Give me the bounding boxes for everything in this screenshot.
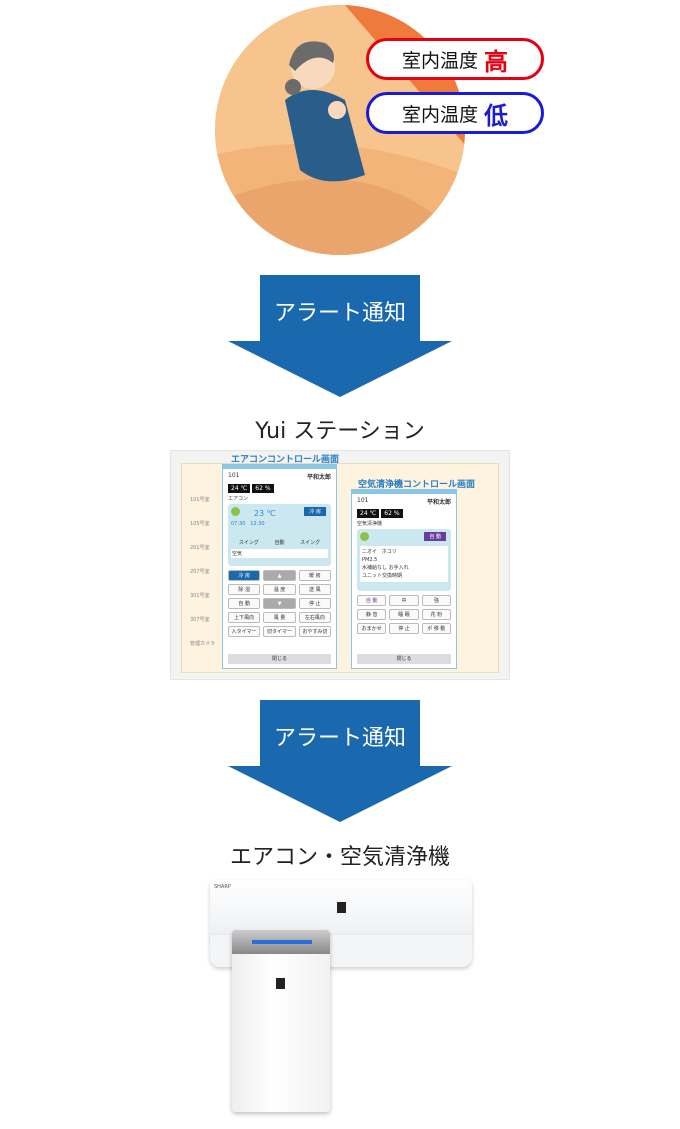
ac-window-title: エアコンコントロール画面 — [231, 455, 340, 465]
dehumidify-button[interactable]: 除 湿 — [228, 584, 261, 595]
omakase-button[interactable]: おまかせ — [357, 623, 387, 634]
timer-off[interactable]: 12:30 — [250, 521, 265, 527]
humidity-reading: 62 % — [381, 509, 403, 518]
room-item: 301号室 — [190, 593, 210, 599]
purifier-section-label: 空気清浄機 — [357, 521, 383, 527]
on-timer-button[interactable]: 入タイマー — [228, 626, 261, 637]
resident-name: 平和太郎 — [426, 499, 451, 506]
room-number[interactable]: 101 — [357, 497, 369, 504]
medium-button[interactable]: 中 — [389, 595, 419, 606]
auto-button[interactable]: 自 動 — [357, 595, 387, 606]
temperature-label: 温 度 — [263, 584, 296, 595]
temperature-reading: 24 ℃ — [357, 509, 380, 518]
power-icon[interactable] — [360, 532, 369, 541]
fan-button[interactable]: 送 風 — [298, 584, 331, 595]
close-button[interactable]: 閉じる — [228, 654, 331, 664]
ac-mode-button[interactable]: 冷 房 — [304, 507, 326, 516]
off-timer-button[interactable]: 切タイマー — [263, 626, 296, 637]
water-status: 水補給なし — [362, 565, 388, 571]
set-temperature: 23 ℃ — [253, 509, 276, 518]
fan-speed-button[interactable]: 風 量 — [263, 612, 296, 623]
stop-button[interactable]: 停 止 — [389, 623, 419, 634]
quiet-button[interactable]: 静 音 — [357, 609, 387, 620]
fan-auto[interactable]: 自動 — [274, 540, 285, 546]
room-item: 105号室 — [190, 521, 210, 527]
strong-button[interactable]: 強 — [421, 595, 451, 606]
swing-vertical[interactable]: スイング — [238, 540, 259, 546]
ac-control-window: 101 平和太郎 24 ℃ 62 % エアコン 23 ℃ 冷 房 07:30 1… — [222, 464, 337, 669]
pollen-button[interactable]: 花 粉 — [421, 609, 451, 620]
purifier-mode-button[interactable]: 自 動 — [424, 532, 446, 541]
unit-replace-status: ユニット交換時期 — [362, 573, 403, 579]
temperature-reading: 24 ℃ — [228, 484, 251, 493]
alert-label: アラート通知 — [273, 301, 406, 326]
station-title: Yui ステーション — [255, 419, 425, 444]
care-status: お手入れ — [388, 565, 409, 571]
odor-level: ニオイ — [362, 549, 378, 555]
air-quality: 空気 — [231, 549, 328, 558]
indoor-temperature-high-bubble: 室内温度高 — [366, 38, 544, 80]
room-number[interactable]: 101 — [228, 472, 240, 479]
close-button[interactable]: 閉じる — [357, 654, 451, 664]
vertical-direction-button[interactable]: 上下風向 — [228, 612, 261, 623]
temperature-level-high: 高 — [484, 47, 508, 76]
resident-name: 平和太郎 — [306, 474, 331, 481]
room-list: 101号室 105号室 201号室 207号室 301号室 307号室 管理カメ… — [190, 488, 215, 656]
alert-label: アラート通知 — [273, 726, 406, 751]
bubble-label: 室内温度 — [401, 49, 478, 72]
bubble-label: 室内温度 — [401, 103, 478, 126]
brand-logo: SHARP — [214, 884, 231, 890]
humidity-reading: 62 % — [252, 484, 274, 493]
plasmacluster-icon — [337, 902, 346, 913]
sleep-off-button[interactable]: おやすみ切 — [298, 626, 331, 637]
room-item: 201号室 — [190, 545, 210, 551]
alert-arrow-1: アラート通知 — [228, 275, 452, 397]
purifier-window-title: 空気清浄機コントロール画面 — [358, 480, 476, 490]
stop-button[interactable]: 停 止 — [298, 598, 331, 609]
yui-station-screenshot: 101号室 105号室 201号室 207号室 301号室 307号室 管理カメ… — [170, 450, 510, 680]
air-purifier-image — [232, 930, 330, 1112]
swing-horizontal[interactable]: スイング — [300, 540, 321, 546]
timer-on[interactable]: 07:30 — [231, 521, 246, 527]
heat-button[interactable]: 暖 房 — [298, 570, 331, 581]
auto-button[interactable]: 自 動 — [228, 598, 261, 609]
purifier-control-window: 101 平和太郎 24 ℃ 62 % 空気清浄機 自 動 ニオイ ホコリ PM2… — [351, 489, 457, 669]
room-item: 101号室 — [190, 497, 210, 503]
ac-section-label: エアコン — [228, 496, 249, 502]
room-item: 207号室 — [190, 569, 210, 575]
horizontal-direction-button[interactable]: 左右風向 — [298, 612, 331, 623]
move-button[interactable]: ポ 移 動 — [421, 623, 451, 634]
devices-title: エアコン・空気清浄機 — [229, 845, 450, 870]
power-icon[interactable] — [231, 507, 240, 516]
sleep-button[interactable]: 睡 眠 — [389, 609, 419, 620]
cool-button[interactable]: 冷 房 — [228, 570, 261, 581]
pm25-level: PM2.5 — [362, 557, 378, 563]
room-item: 307号室 — [190, 617, 210, 623]
indoor-temperature-low-bubble: 室内温度低 — [366, 92, 544, 134]
temperature-level-low: 低 — [484, 101, 508, 130]
dust-level: ホコリ — [381, 549, 397, 555]
plasmacluster-icon — [276, 978, 285, 989]
room-item: 管理カメラ — [190, 641, 216, 647]
alert-arrow-2: アラート通知 — [228, 700, 452, 822]
